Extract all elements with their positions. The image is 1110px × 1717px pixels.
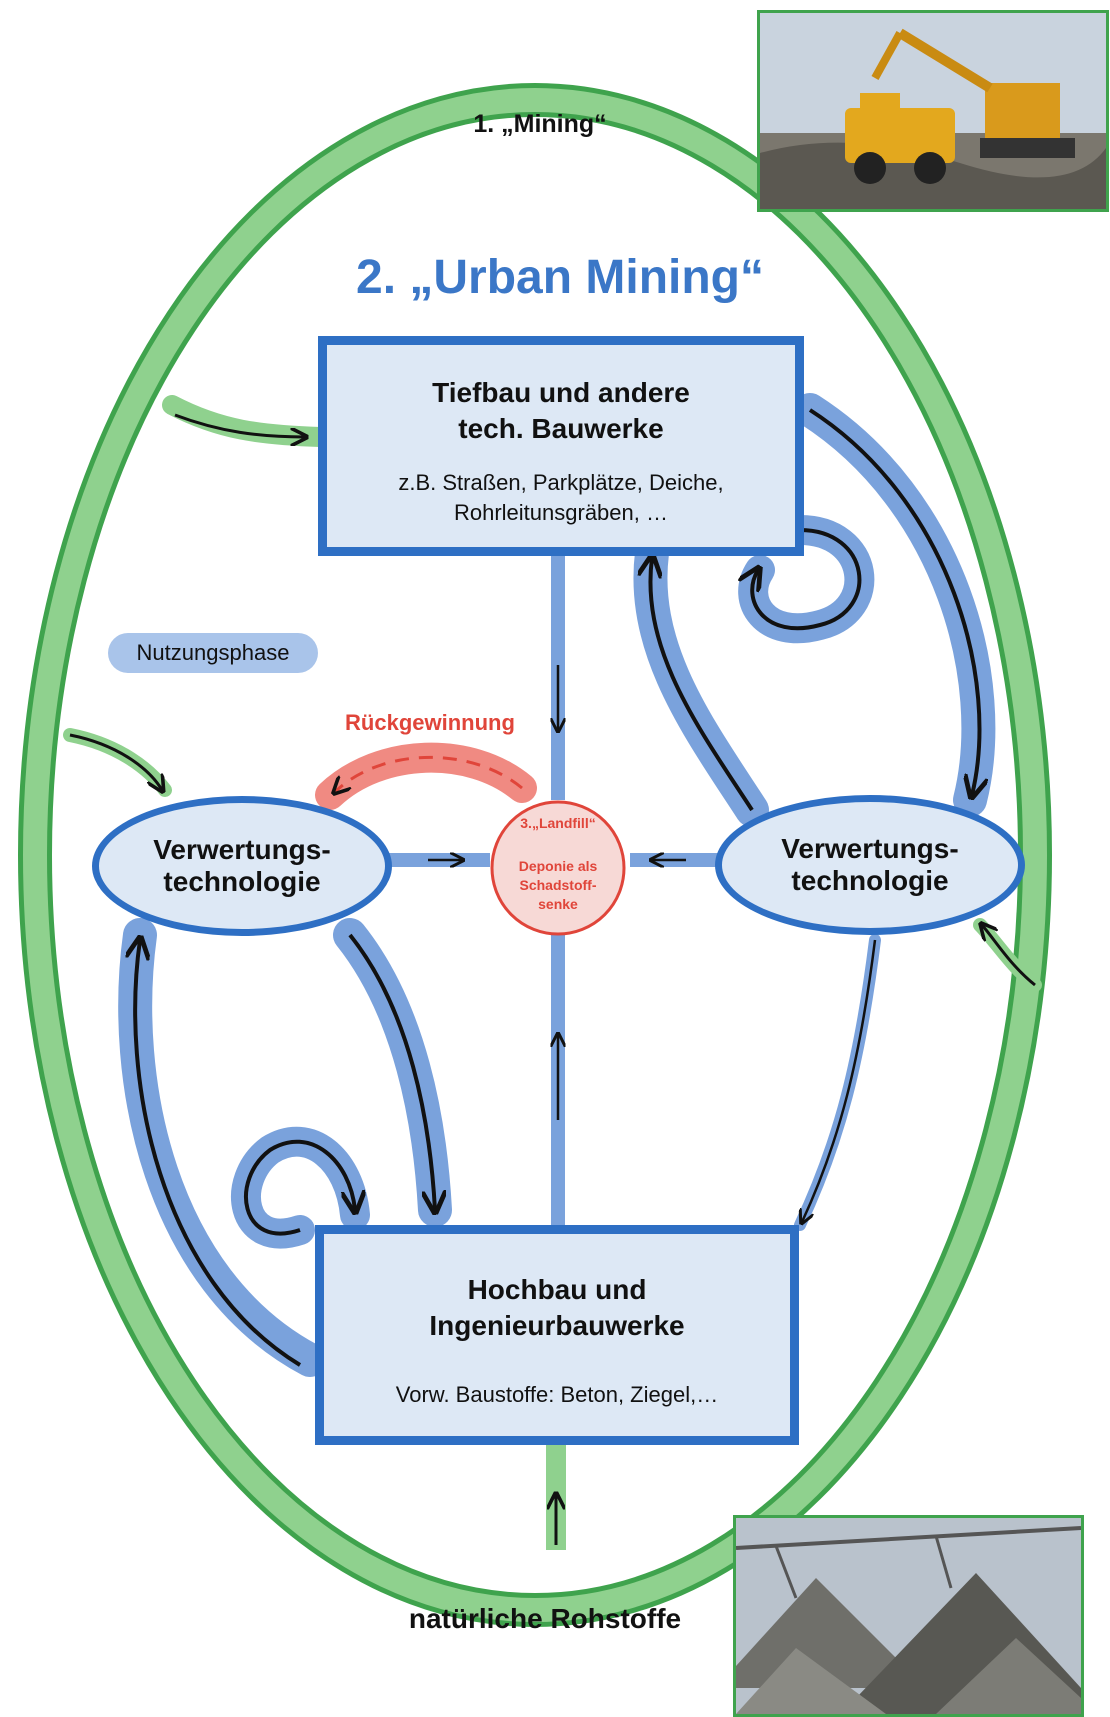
node-civil-engineering: Tiefbau und andere tech. Bauwerke z.B. S… [318,336,804,556]
node-left-line2: technologie [163,866,321,897]
recovery-label: Rückgewinnung [345,710,515,735]
mining-ring-fill [23,88,1047,1622]
node-right-line2: technologie [791,865,949,896]
flow-right-to-bottom [794,934,881,1231]
node-recycling-left: Verwertungs- technologie [92,796,392,936]
landfill-line2: Schadstoff- [519,877,597,893]
node-top-title-line1: Tiefbau und andere [432,377,690,408]
node-recycling-right: Verwertungs- technologie [715,795,1025,935]
urban-mining-title: 2. „Urban Mining“ [356,251,764,304]
node-left-line1: Verwertungs- [153,834,331,865]
gravel-piles-photo [733,1515,1084,1717]
node-bottom-title-line2: Ingenieurbauwerke [429,1310,685,1341]
node-bottom-sub: Vorw. Baustoffe: Beton, Ziegel,… [395,1382,719,1407]
recovery-arc [315,742,537,810]
landfill-title: 3.„Landfill“ [520,815,596,831]
landfill-line1: Deponie als [518,858,598,874]
raw-materials-label: natürliche Rohstoffe [408,1603,682,1634]
node-building-construction: Hochbau und Ingenieurbauwerke Vorw. Baus… [315,1225,799,1445]
node-top-sub-line2: Rohrleitunsgräben, … [453,500,668,525]
node-right-line1: Verwertungs- [781,833,959,864]
node-bottom-title-line1: Hochbau und [467,1274,647,1305]
mining-ring-label: 1. „Mining“ [473,110,607,138]
landfill-circle [490,800,626,936]
green-inflow-left [63,728,172,797]
mining-excavator-photo [757,10,1109,212]
cycle-right-to-top [633,536,769,827]
node-top-sub-line1: z.B. Straßen, Parkplätze, Deiche, [398,470,724,495]
cycle-left-to-bottom [333,918,452,1227]
landfill-line3: senke [538,896,578,912]
node-top-title-line2: tech. Bauwerke [458,413,664,444]
legend-usage-phase: Nutzungsphase [108,633,318,673]
